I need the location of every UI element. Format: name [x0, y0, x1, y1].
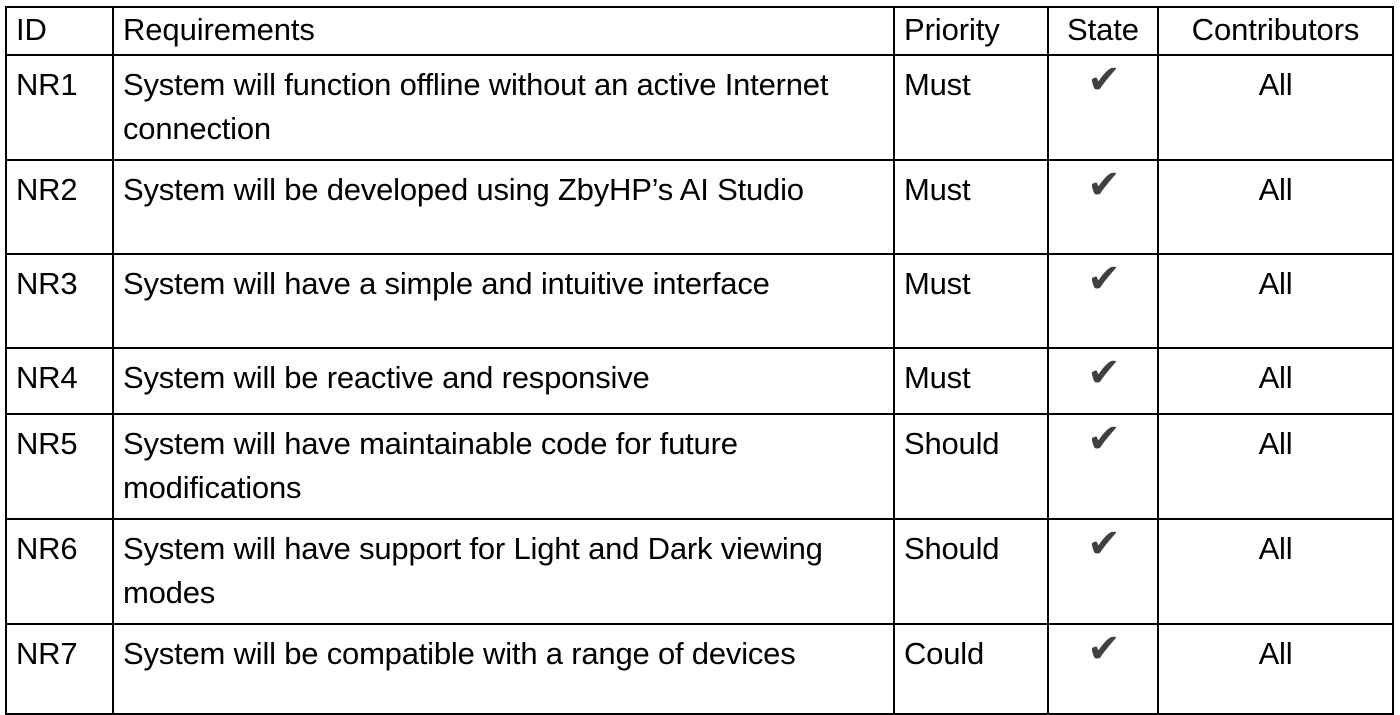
requirement-text: System will have a simple and intuitive … — [123, 266, 770, 301]
requirement-contributors: All — [1258, 266, 1293, 301]
column-header-state: State — [1047, 6, 1159, 56]
column-header-priority-label: Priority — [904, 12, 1000, 47]
table-row: NR2 System will be developed using ZbyHP… — [5, 159, 1394, 255]
requirement-id: NR2 — [16, 172, 78, 207]
requirement-priority: Should — [904, 531, 1000, 566]
table-body: NR1 System will function offline without… — [5, 54, 1394, 715]
requirement-text: System will function offline without an … — [123, 67, 829, 146]
check-mark-icon: ✔ — [1087, 626, 1121, 672]
cell-id: NR6 — [5, 518, 114, 625]
cell-requirements: System will have a simple and intuitive … — [112, 253, 895, 349]
cell-id: NR2 — [5, 159, 114, 255]
table-row: NR4 System will be reactive and responsi… — [5, 347, 1394, 415]
cell-state: ✔ — [1047, 54, 1159, 161]
cell-contributors: All — [1157, 518, 1394, 625]
cell-id: NR3 — [5, 253, 114, 349]
table-header: ID Requirements Priority State Contribut… — [5, 6, 1394, 56]
requirement-text: System will have maintainable code for f… — [123, 426, 738, 505]
column-header-contributors-label: Contributors — [1191, 12, 1360, 47]
column-header-contributors: Contributors — [1157, 6, 1394, 56]
check-mark-icon: ✔ — [1087, 350, 1121, 396]
cell-priority: Must — [893, 54, 1049, 161]
cell-id: NR4 — [5, 347, 114, 415]
table-row: NR3 System will have a simple and intuit… — [5, 253, 1394, 349]
cell-contributors: All — [1157, 347, 1394, 415]
requirement-contributors: All — [1258, 636, 1293, 671]
cell-id: NR5 — [5, 413, 114, 520]
cell-requirements: System will be reactive and responsive — [112, 347, 895, 415]
check-mark-icon: ✔ — [1087, 416, 1121, 462]
cell-state: ✔ — [1047, 623, 1159, 715]
requirement-priority: Must — [904, 266, 971, 301]
table-row: NR6 System will have support for Light a… — [5, 518, 1394, 625]
requirement-text: System will be compatible with a range o… — [123, 636, 796, 671]
cell-contributors: All — [1157, 253, 1394, 349]
cell-priority: Must — [893, 347, 1049, 415]
column-header-requirements-label: Requirements — [123, 12, 315, 47]
table-row: NR1 System will function offline without… — [5, 54, 1394, 161]
column-header-id: ID — [5, 6, 114, 56]
cell-id: NR1 — [5, 54, 114, 161]
requirement-priority: Could — [904, 636, 984, 671]
cell-priority: Must — [893, 159, 1049, 255]
requirement-contributors: All — [1258, 172, 1293, 207]
requirement-id: NR5 — [16, 426, 78, 461]
requirement-contributors: All — [1258, 67, 1293, 102]
check-mark-icon: ✔ — [1087, 521, 1121, 567]
requirement-id: NR6 — [16, 531, 78, 566]
requirement-priority: Must — [904, 67, 971, 102]
cell-contributors: All — [1157, 159, 1394, 255]
requirements-table: ID Requirements Priority State Contribut… — [5, 6, 1394, 715]
requirement-priority: Must — [904, 172, 971, 207]
table-row: NR5 System will have maintainable code f… — [5, 413, 1394, 520]
cell-state: ✔ — [1047, 253, 1159, 349]
cell-contributors: All — [1157, 623, 1394, 715]
cell-requirements: System will be developed using ZbyHP’s A… — [112, 159, 895, 255]
column-header-priority: Priority — [893, 6, 1049, 56]
check-mark-icon: ✔ — [1087, 256, 1121, 302]
cell-state: ✔ — [1047, 159, 1159, 255]
header-row: ID Requirements Priority State Contribut… — [5, 6, 1394, 56]
cell-contributors: All — [1157, 413, 1394, 520]
column-header-state-label: State — [1067, 12, 1139, 47]
requirement-id: NR3 — [16, 266, 78, 301]
cell-requirements: System will have maintainable code for f… — [112, 413, 895, 520]
requirement-priority: Must — [904, 360, 971, 395]
cell-priority: Could — [893, 623, 1049, 715]
cell-requirements: System will have support for Light and D… — [112, 518, 895, 625]
cell-priority: Should — [893, 413, 1049, 520]
column-header-requirements: Requirements — [112, 6, 895, 56]
check-mark-icon: ✔ — [1087, 162, 1121, 208]
requirement-contributors: All — [1258, 531, 1293, 566]
table-row: NR7 System will be compatible with a ran… — [5, 623, 1394, 715]
cell-priority: Should — [893, 518, 1049, 625]
requirement-text: System will have support for Light and D… — [123, 531, 823, 610]
document-sheet: ID Requirements Priority State Contribut… — [5, 6, 1394, 715]
requirement-contributors: All — [1258, 360, 1293, 395]
check-mark-icon: ✔ — [1087, 57, 1121, 103]
requirement-id: NR1 — [16, 67, 78, 102]
column-header-id-label: ID — [16, 12, 47, 47]
cell-requirements: System will function offline without an … — [112, 54, 895, 161]
requirement-text: System will be developed using ZbyHP’s A… — [123, 172, 804, 207]
cell-state: ✔ — [1047, 518, 1159, 625]
requirement-id: NR7 — [16, 636, 78, 671]
cell-priority: Must — [893, 253, 1049, 349]
requirement-text: System will be reactive and responsive — [123, 360, 650, 395]
cell-state: ✔ — [1047, 347, 1159, 415]
cell-contributors: All — [1157, 54, 1394, 161]
cell-state: ✔ — [1047, 413, 1159, 520]
requirement-priority: Should — [904, 426, 1000, 461]
cell-requirements: System will be compatible with a range o… — [112, 623, 895, 715]
cell-id: NR7 — [5, 623, 114, 715]
requirement-id: NR4 — [16, 360, 78, 395]
requirement-contributors: All — [1258, 426, 1293, 461]
